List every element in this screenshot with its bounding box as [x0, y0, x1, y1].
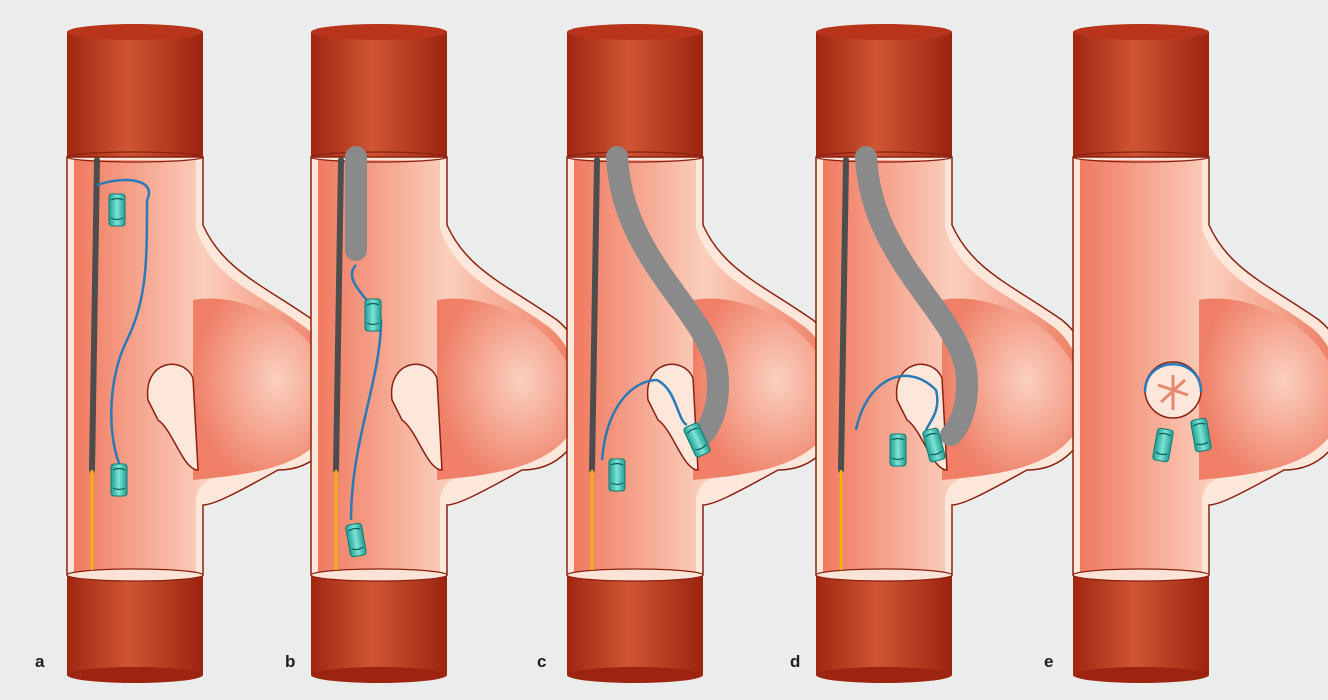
- colon-upper-segment: [311, 32, 447, 157]
- clip-icon: [365, 299, 381, 331]
- clip-icon: [111, 464, 127, 496]
- colon-lower-segment: [311, 575, 447, 675]
- colon-lower-segment: [67, 575, 203, 675]
- panel-label-e: e: [1044, 652, 1053, 671]
- panel-label-b: b: [285, 652, 295, 671]
- colon-lower-segment: [1073, 575, 1209, 675]
- panel-label-c: c: [537, 652, 546, 671]
- colon-upper-segment: [67, 32, 203, 157]
- colon-upper-segment: [567, 32, 703, 157]
- colon-lower-segment: [567, 575, 703, 675]
- colon-upper-segment: [816, 32, 952, 157]
- panel-label-d: d: [790, 652, 800, 671]
- clip-icon: [890, 434, 906, 466]
- panel-e: e: [1044, 24, 1328, 683]
- panel-a: a: [35, 24, 344, 683]
- colon-upper-segment: [1073, 32, 1209, 157]
- colon-lower-segment: [816, 575, 952, 675]
- clip-icon: [609, 459, 625, 491]
- clip-icon: [109, 194, 125, 226]
- panel-label-a: a: [35, 652, 45, 671]
- panel-b: b: [285, 24, 588, 683]
- panel-d: d: [790, 24, 1093, 683]
- panel-c: c: [537, 24, 844, 683]
